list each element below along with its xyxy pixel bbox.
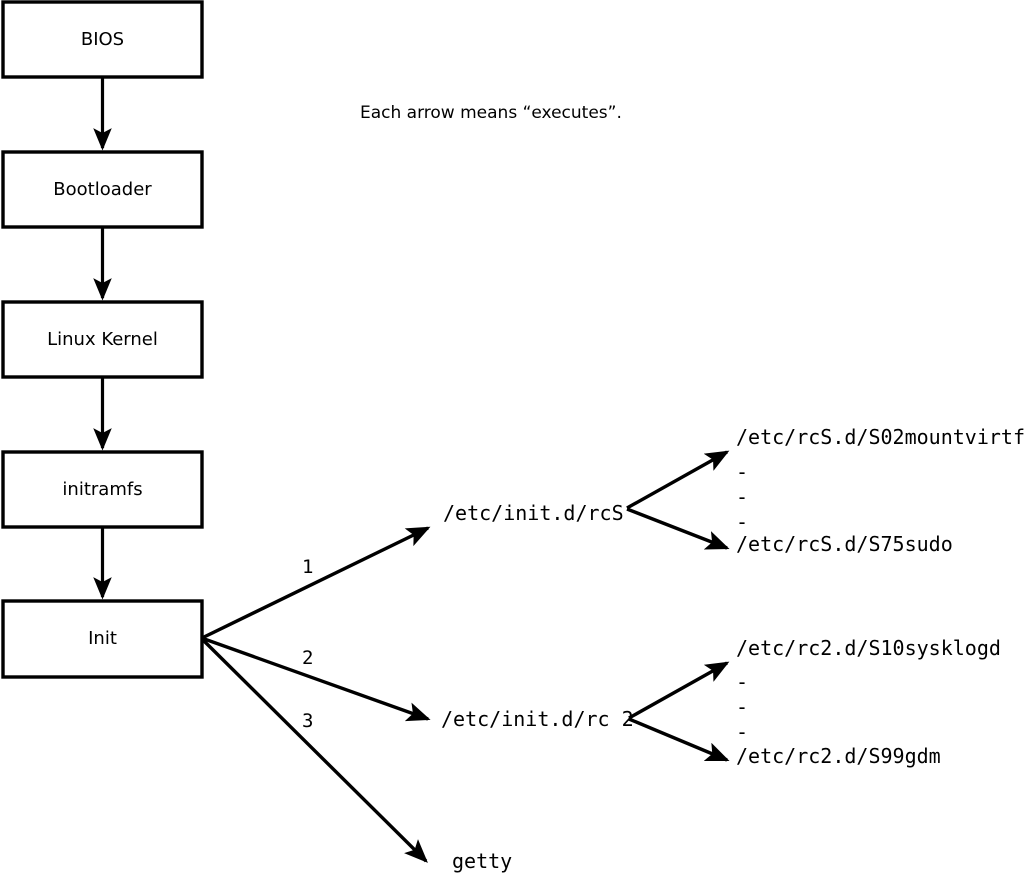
label-rcs-last-script[interactable]: /etc/rcS.d/S75sudo xyxy=(736,532,953,556)
box-label-bios: BIOS xyxy=(80,29,125,50)
label-etc-init-d-rcs[interactable]: /etc/init.d/rcS xyxy=(443,501,624,525)
legend-note: Each arrow means “executes”. xyxy=(360,103,622,123)
box-bootloader[interactable] xyxy=(1,150,204,229)
label-getty[interactable]: getty xyxy=(452,849,513,873)
box-bios[interactable] xyxy=(1,0,204,79)
arrow-init-branch-1 xyxy=(202,526,431,640)
branch-number-3: 3 xyxy=(302,710,314,732)
arrow-rcs-to-last-script xyxy=(626,507,730,550)
label-rc2-last-script[interactable]: /etc/rc2.d/S99gdm xyxy=(736,744,941,768)
arrow-rc2-to-first-script xyxy=(628,661,730,720)
rc2-ellipsis-dash-3: - xyxy=(736,720,749,744)
box-initramfs[interactable] xyxy=(1,450,204,529)
box-linux-kernel[interactable] xyxy=(1,300,204,379)
label-rcs-first-script[interactable]: /etc/rcS.d/S02mountvirtfs xyxy=(736,425,1024,449)
rc2-ellipsis-dash-2: - xyxy=(736,695,749,719)
branch-number-2: 2 xyxy=(302,647,314,669)
arrow-init-branch-3 xyxy=(201,638,428,863)
box-label-bootloader: Bootloader xyxy=(53,179,152,200)
arrow-init-branch-2 xyxy=(202,636,431,722)
branch-number-1: 1 xyxy=(302,556,314,578)
arrow-rc2-to-last-script xyxy=(628,717,730,762)
rcs-ellipsis-dash-2: - xyxy=(736,485,749,509)
box-label-init: Init xyxy=(88,628,117,649)
arrow-rcs-to-first-script xyxy=(626,450,730,510)
box-label-initramfs: initramfs xyxy=(62,479,143,500)
box-init[interactable] xyxy=(1,599,204,679)
rcs-ellipsis-dash-1: - xyxy=(736,460,749,484)
label-etc-init-d-rc-2[interactable]: /etc/init.d/rc 2 xyxy=(441,707,634,731)
rcs-ellipsis-dash-3: - xyxy=(736,510,749,534)
label-rc2-first-script[interactable]: /etc/rc2.d/S10sysklogd xyxy=(736,636,1001,660)
rc2-ellipsis-dash-1: - xyxy=(736,670,749,694)
box-label-linux-kernel: Linux Kernel xyxy=(47,329,158,350)
